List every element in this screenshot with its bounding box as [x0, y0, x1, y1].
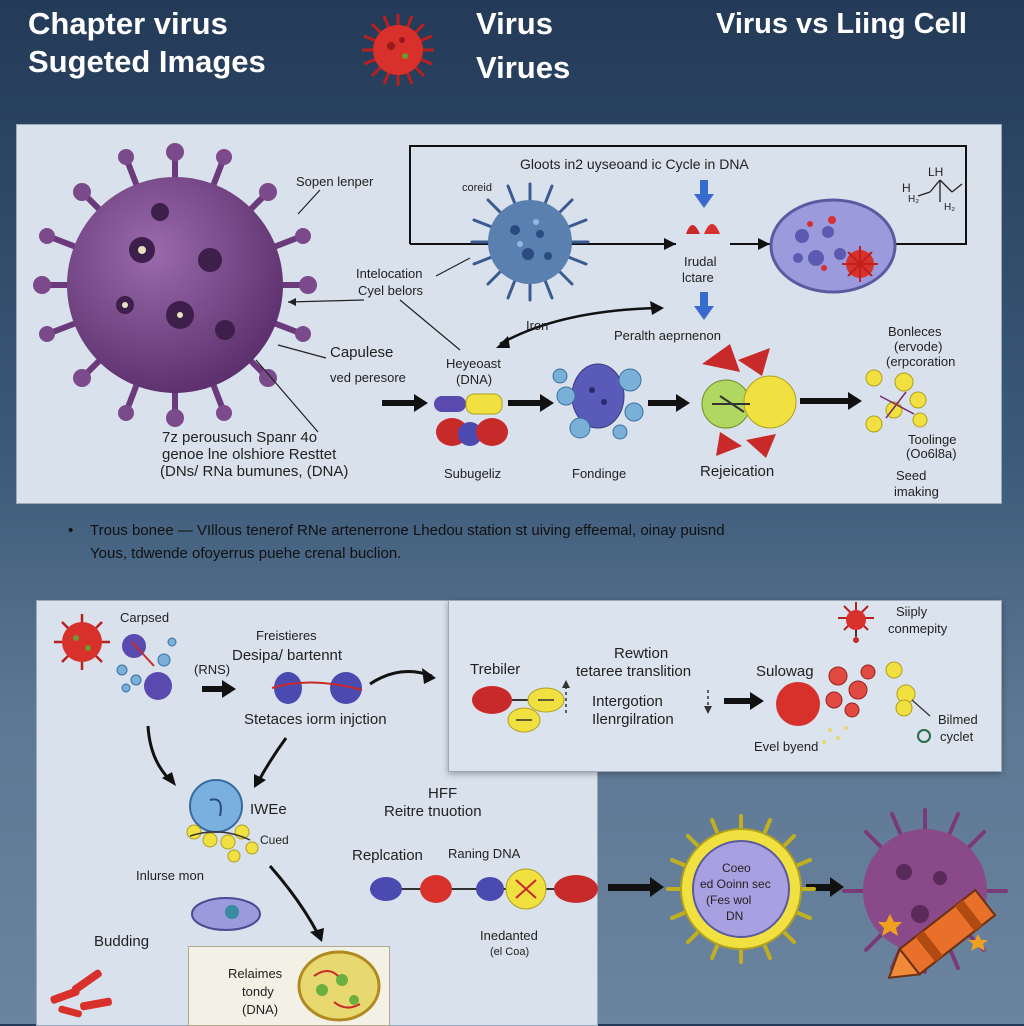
label-chem-hb: H₂: [944, 202, 956, 213]
label-cycle-title: Gloots in2 uyseoand ic Cycle in DNA: [520, 156, 749, 172]
label-evel: Evel byend: [754, 739, 819, 754]
red-fragments: [50, 969, 112, 1018]
mature-virus-cell: [666, 814, 816, 964]
label-reitre: Reitre tnuotion: [384, 803, 482, 820]
label-conmepity: conmepity: [888, 621, 948, 636]
label-cell-inner3: (Fes wol: [706, 893, 752, 907]
red-virus-small: [54, 614, 110, 670]
label-bottom3: (DNs/ RNa bumunes, (DNA): [160, 463, 349, 480]
label-hff: HFF: [428, 785, 458, 802]
header-center-line1: Virus: [476, 6, 553, 41]
label-cyclet: cyclet: [940, 729, 974, 744]
label-seed: Seed: [896, 468, 927, 483]
label-fondinge: Fondinge: [572, 466, 627, 481]
header-center-line2: Virues: [476, 50, 571, 85]
label-subugeliz: Subugeliz: [444, 466, 502, 481]
iwee-blue-cell: [186, 779, 259, 863]
label-sulowag: Sulowag: [756, 663, 814, 680]
label-trebiler: Trebiler: [470, 661, 521, 678]
label-tondy: tondy: [242, 984, 274, 999]
header-title-line2: Sugeted Images: [28, 44, 266, 79]
label-irudal: Irudal: [684, 254, 717, 269]
label-bonleces: Bonleces: [888, 324, 942, 339]
label-intelocation: Intelocation: [356, 266, 423, 281]
label-heyeoast: Heyeoast: [446, 356, 501, 371]
label-rns: (RNS): [194, 662, 231, 677]
label-chem-lh: LH: [928, 165, 944, 179]
label-ved: ved peresore: [330, 370, 406, 385]
crayon-icon: [878, 888, 997, 979]
label-imaking: imaking: [894, 484, 939, 499]
label-coreid: coreid: [462, 182, 492, 194]
label-inergilration: Ilenrgilration: [592, 711, 674, 728]
label-stetaces: Stetaces iorm injction: [244, 711, 387, 728]
capsid-cluster: [116, 634, 177, 700]
header-title-line1: Chapter virus: [28, 6, 228, 41]
label-erpcoration: (erpcoration: [886, 354, 956, 369]
blue-virus-illustration: [470, 182, 590, 302]
label-cell-inner2: ed Ooinn sec: [700, 877, 771, 891]
label-bottom1: 7z perousuch Spanr 4o: [162, 429, 318, 446]
label-freistieres: Freistieres: [256, 628, 317, 643]
label-peralth: Peralth aeprnenon: [614, 328, 721, 343]
red-particles-1: [686, 224, 720, 234]
label-chem-h: H: [902, 181, 911, 195]
label-cyel: Cyel belors: [358, 283, 424, 298]
label-desipa: Desipa/ bartennt: [232, 647, 343, 664]
label-capsed: Carpsed: [120, 610, 170, 625]
host-cell-oval: [769, 198, 897, 294]
replication-chain: [370, 868, 598, 910]
label-sopen: Sopen lenper: [296, 174, 374, 189]
label-capulese: Capulese: [330, 344, 394, 361]
bullet-dot: •: [68, 522, 74, 539]
label-dna: (DNA): [242, 1002, 279, 1017]
relaimes-cell: [297, 950, 381, 1022]
label-bottom2: genoe lne olshiore Resttet: [162, 446, 337, 463]
label-replication-low: Replcation: [352, 847, 423, 864]
budding-cell: [191, 897, 261, 931]
label-inedanted: Inedanted: [480, 928, 538, 943]
label-tetaree: tetaree translition: [576, 663, 692, 680]
down-arrow-2: [694, 292, 714, 320]
label-inluese: Inlurse mon: [136, 868, 204, 883]
label-iwee: IWEe: [250, 801, 287, 818]
label-chem-hs: H₂: [908, 194, 920, 205]
label-elcoa: (el Coa): [490, 946, 530, 958]
large-virus-illustration: [33, 143, 317, 427]
header-right-title: Virus vs Liing Cell: [716, 8, 967, 40]
label-siply: Siiply: [896, 604, 928, 619]
label-code: (Oo6l8a): [906, 446, 957, 461]
bullet-line1: Trous bonee — VIllous tenerof RNe artene…: [90, 522, 725, 539]
label-toolinge: Toolinge: [908, 432, 957, 447]
label-iron: Iron: [526, 318, 549, 333]
label-raning: Raning DNA: [448, 846, 521, 861]
label-cell-inner1: Coeo: [722, 861, 751, 875]
label-bilmed: Bilmed: [938, 712, 978, 727]
label-replication-top: Rejeication: [700, 463, 775, 480]
chemical-structure: [917, 179, 963, 202]
label-relaimes: Relaimes: [228, 966, 283, 981]
label-intergotion: Intergotion: [592, 693, 663, 710]
label-ictare: lctare: [682, 270, 714, 285]
label-rewtion: Rewtion: [614, 645, 669, 662]
header-virus-icon: [362, 14, 434, 86]
label-dna-paren: (DNA): [456, 372, 493, 387]
label-budding: Budding: [94, 933, 150, 950]
label-cell-inner4: DN: [726, 909, 744, 923]
label-cued: Cued: [260, 833, 289, 847]
bullet-line2: Yous, tdwende ofoyerrus puehe crenal buc…: [90, 545, 402, 562]
label-ervode: (ervode): [894, 339, 943, 354]
down-arrow-1: [694, 180, 714, 208]
